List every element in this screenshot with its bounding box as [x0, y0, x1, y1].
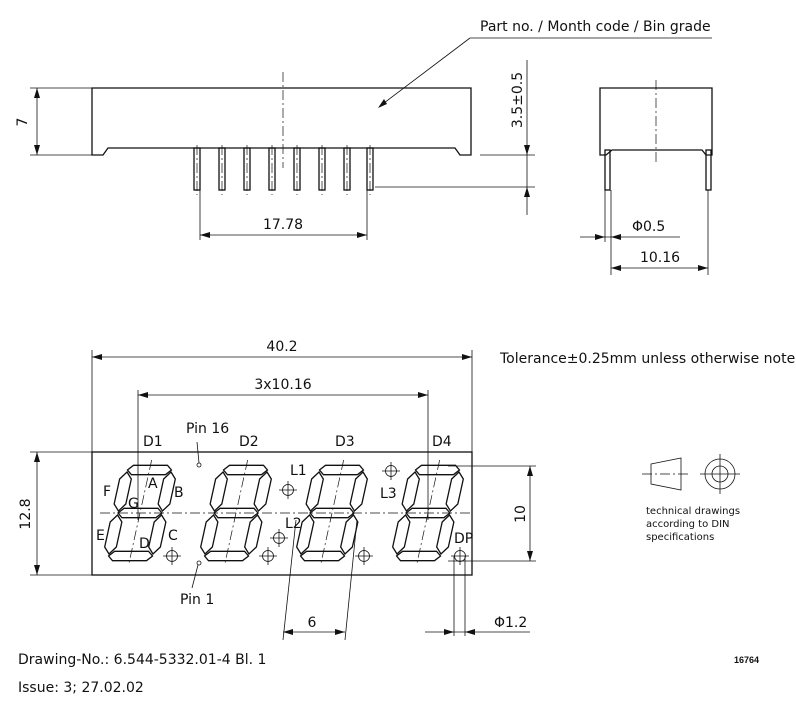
dp-label: DP: [454, 531, 473, 547]
reference-number: 16764: [734, 655, 759, 665]
dim-height-7: 7: [15, 118, 31, 127]
tolerance-note: Tolerance±0.25mm unless otherwise noted: [499, 351, 796, 367]
decimal-point-icon: [163, 547, 181, 565]
front-view: 40.2 3x10.16 12.8 10 Φ1.2 6 Pin 16 Pin 1: [18, 339, 536, 641]
segment-g: [213, 507, 259, 519]
dim-pin-length: 3.5±0.5: [510, 72, 526, 128]
display-body-front: [91, 451, 473, 576]
decimal-point-icon: [259, 547, 277, 565]
digit-4: [391, 459, 469, 565]
dim-row-spacing: 10.16: [640, 250, 680, 266]
segment-d: [107, 550, 154, 562]
segment-label-e: E: [96, 528, 105, 544]
segment-e: [295, 513, 315, 556]
segment-label-a: A: [148, 476, 158, 492]
decimal-point-icon: [451, 547, 469, 565]
drawing-number: Drawing-No.: 6.544-5332.01-4 Bl. 1: [18, 652, 266, 668]
segment-b: [157, 470, 177, 513]
segment-e: [391, 513, 411, 556]
dim-pin-pitch: 17.78: [263, 217, 303, 233]
segment-g: [405, 507, 451, 519]
dim-digit-pitch: 3x10.16: [254, 377, 311, 393]
segment-c: [147, 513, 167, 556]
dim-dp-diameter: Φ1.2: [494, 615, 527, 631]
digit-2: [199, 459, 277, 565]
digit-label-d2: D2: [239, 434, 259, 450]
led-indicator-icon: [382, 462, 400, 480]
segment-a: [318, 464, 365, 476]
segment-label-f: F: [103, 484, 111, 500]
segment-label-b: B: [174, 485, 184, 501]
led-label-l1: L1: [290, 463, 307, 479]
segment-f: [209, 470, 229, 513]
dim-pin-diameter: Φ0.5: [632, 219, 665, 235]
segment-b: [253, 470, 273, 513]
segment-g: [309, 507, 355, 519]
segment-label-d: D: [139, 536, 150, 552]
digit-3: [295, 459, 373, 565]
dim-slant: 6: [308, 615, 317, 631]
led-indicator-icon: [279, 481, 297, 499]
digit-label-d3: D3: [335, 434, 355, 450]
segment-c: [243, 513, 263, 556]
led-indicator-icon: [270, 529, 288, 547]
led-label-l2: L2: [285, 516, 302, 532]
side-view: Φ0.5 10.16: [580, 80, 713, 275]
din-note-2: according to DIN: [646, 519, 730, 530]
din-note-3: specifications: [646, 532, 714, 543]
segment-d: [203, 550, 250, 562]
segment-a: [222, 464, 269, 476]
segment-e: [103, 513, 123, 556]
segment-label-c: C: [168, 528, 178, 544]
digit-label-d4: D4: [432, 434, 452, 450]
segment-a: [414, 464, 461, 476]
segment-b: [445, 470, 465, 513]
segment-f: [305, 470, 325, 513]
segment-d: [395, 550, 442, 562]
digit-label-d1: D1: [143, 434, 163, 450]
segment-label-g: G: [128, 496, 139, 512]
top-view: 7 17.78 Part no. / Month code / Bin grad…: [15, 19, 712, 240]
segment-c: [339, 513, 359, 556]
segment-a: [126, 464, 173, 476]
din-note-1: technical drawings: [646, 506, 740, 517]
pin1-label: Pin 1: [180, 592, 214, 608]
segment-d: [299, 550, 346, 562]
dim-width: 40.2: [266, 339, 297, 355]
segment-f: [113, 470, 133, 513]
segment-e: [199, 513, 219, 556]
pin16-label: Pin 16: [186, 421, 229, 437]
segment-b: [349, 470, 369, 513]
segment-c: [435, 513, 455, 556]
digit-1: [103, 459, 181, 565]
segment-f: [401, 470, 421, 513]
issue: Issue: 3; 27.02.02: [18, 680, 144, 696]
dim-digit-height: 10: [513, 505, 529, 523]
part-label: Part no. / Month code / Bin grade: [480, 19, 711, 35]
led-label-l3: L3: [380, 486, 397, 502]
dim-front-height: 12.8: [18, 498, 34, 529]
segment-g: [117, 507, 163, 519]
decimal-point-icon: [355, 547, 373, 565]
display-body-side: [91, 87, 472, 156]
din-projection-symbol: [642, 454, 740, 494]
